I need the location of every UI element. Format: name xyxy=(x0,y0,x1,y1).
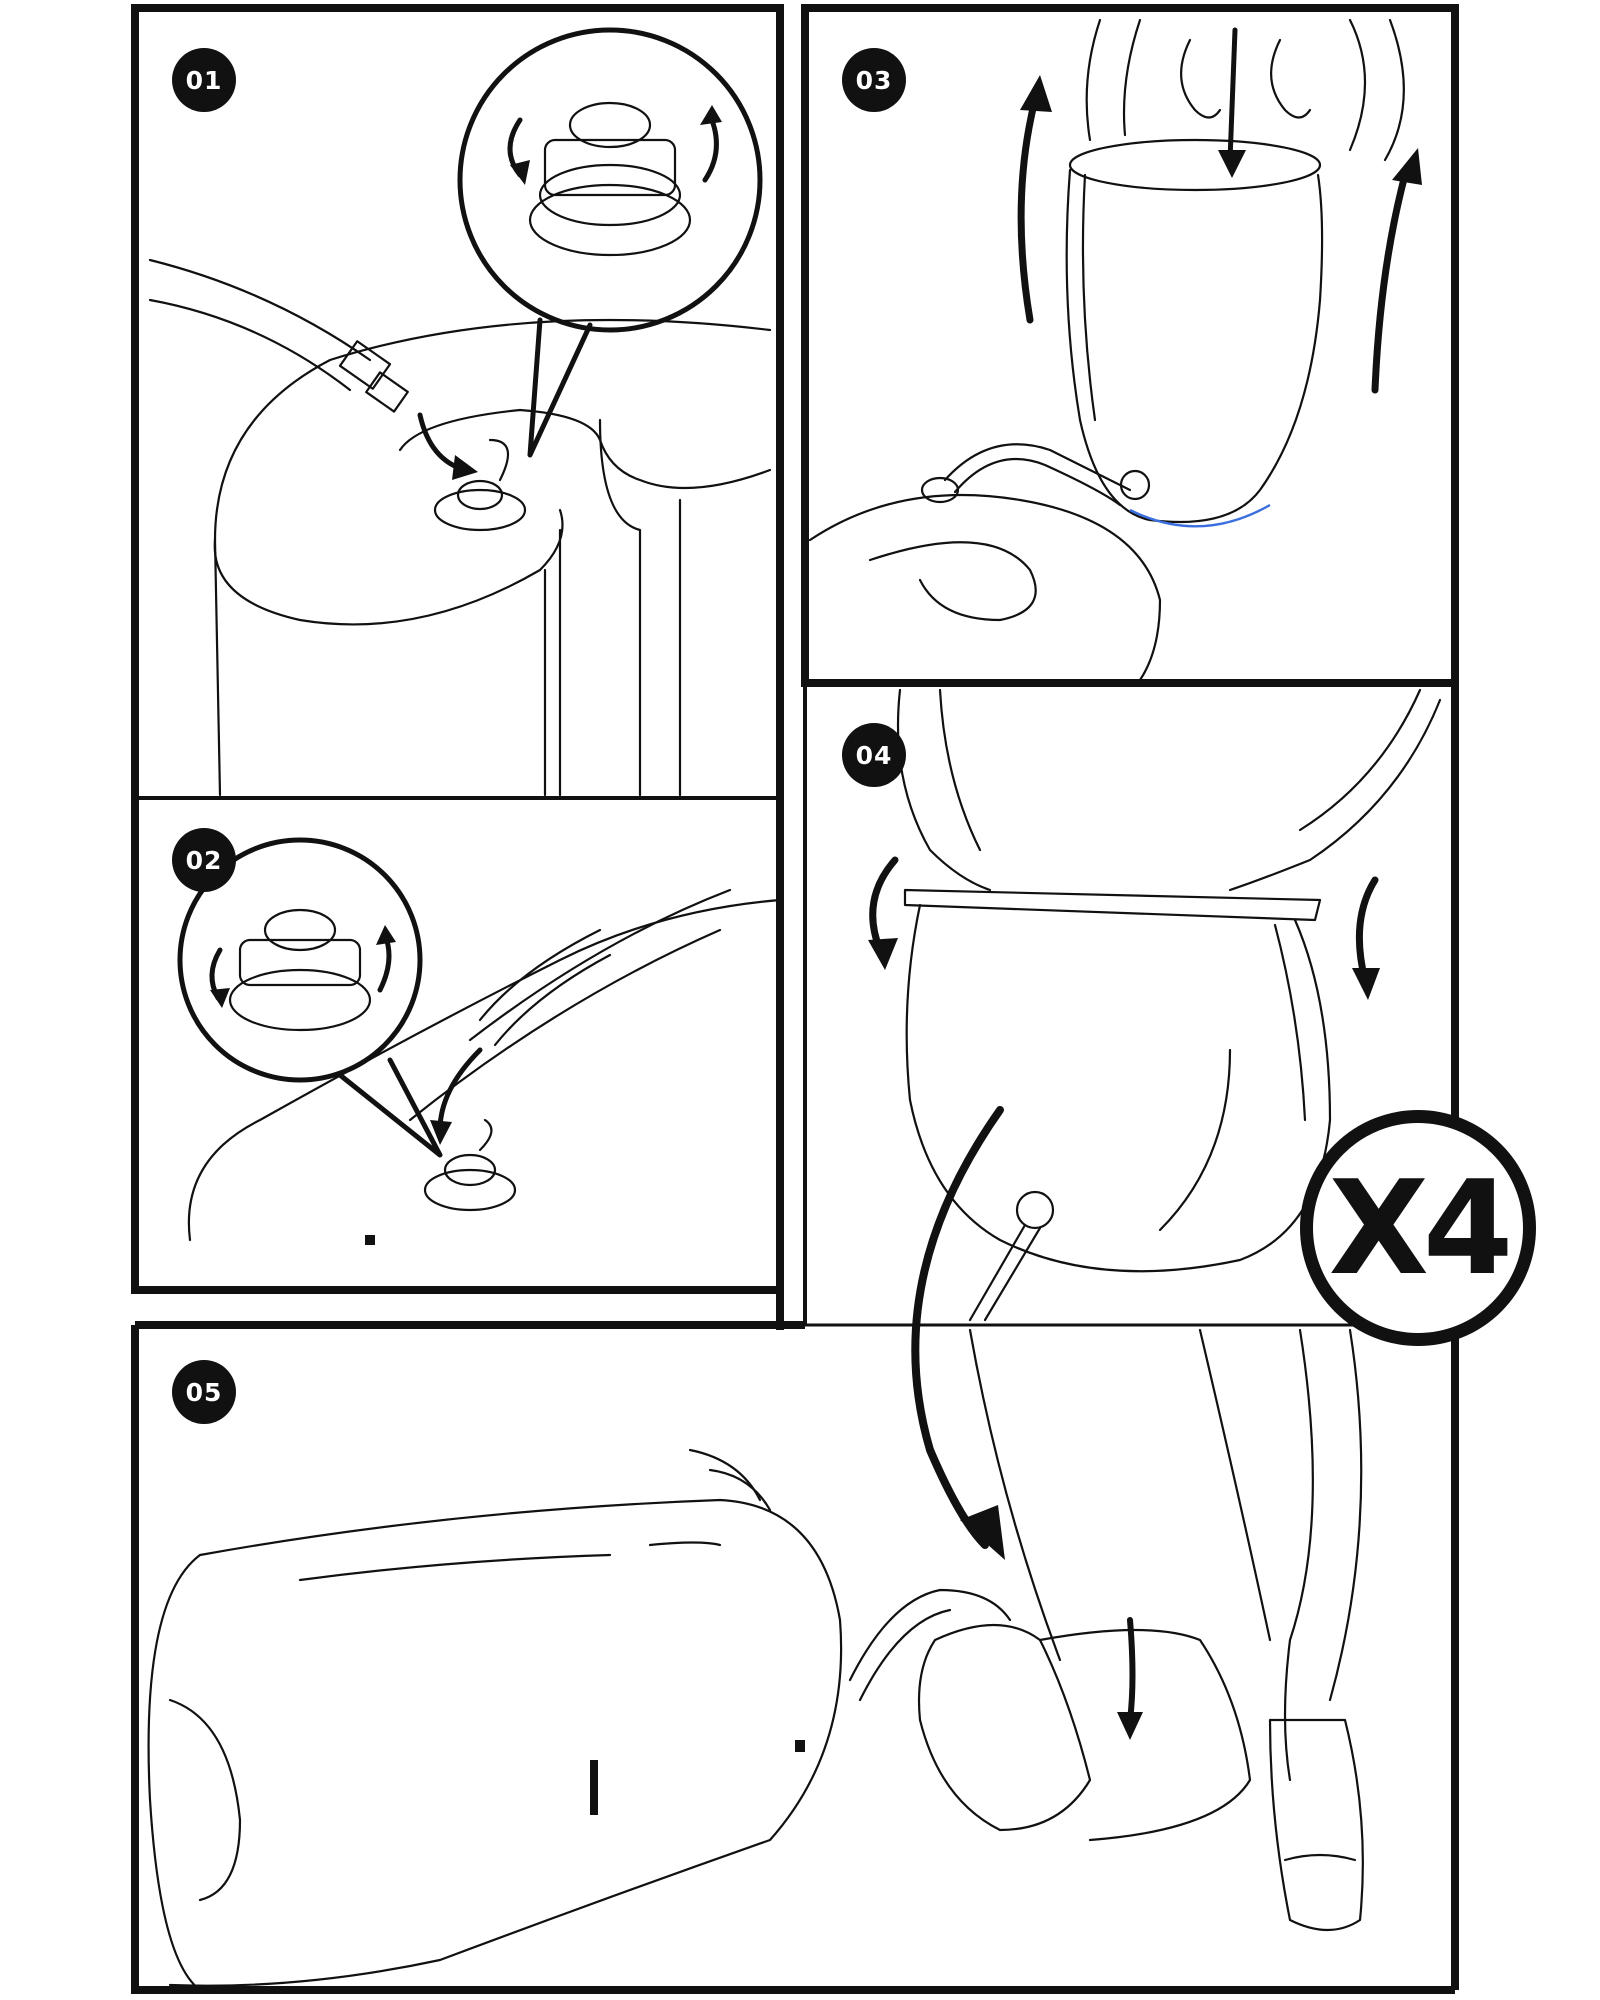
repeat-badge: X4 xyxy=(1300,1110,1536,1346)
step-badge-02: 02 xyxy=(172,828,236,892)
step-badge-01: 01 xyxy=(172,48,236,112)
step-badge-04: 04 xyxy=(842,723,906,787)
panel-step-03: 03 xyxy=(805,8,1455,683)
step-05-illustration xyxy=(147,1328,1364,1992)
panel-step-02: 02 xyxy=(135,798,780,1288)
step-badge-03: 03 xyxy=(842,48,906,112)
step-04-illustration xyxy=(868,688,1442,1560)
step-02-illustration xyxy=(177,837,782,1245)
step-01-illustration xyxy=(148,27,772,797)
step-badge-05: 05 xyxy=(172,1360,236,1424)
repeat-badge-label: X4 xyxy=(1328,1152,1514,1304)
panel-step-01: 01 xyxy=(135,8,780,798)
panel-step-05: 05 xyxy=(135,1325,1455,1990)
panel-borders xyxy=(131,4,1459,1994)
step-03-illustration xyxy=(808,18,1422,682)
